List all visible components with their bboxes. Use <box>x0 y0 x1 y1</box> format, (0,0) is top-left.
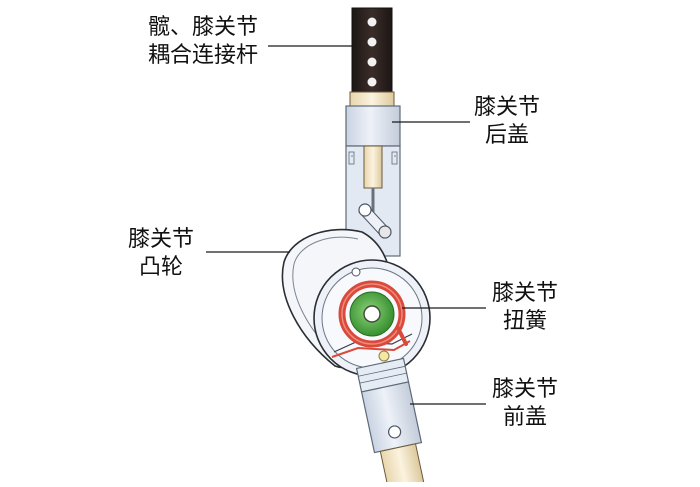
label-torsion-spring-line1: 膝关节 <box>492 281 559 306</box>
yellow-pin <box>378 350 390 362</box>
label-cam: 膝关节 凸轮 <box>128 226 194 282</box>
shank-tube <box>379 443 429 487</box>
label-front-cover-line2: 前盖 <box>503 405 548 430</box>
label-rear-cover: 膝关节 后盖 <box>474 94 540 150</box>
link-hole-1 <box>367 17 377 27</box>
label-front-cover: 膝关节 前盖 <box>492 376 558 432</box>
rear-cover-cap <box>345 105 401 147</box>
torsion-spring <box>338 280 408 348</box>
link-collar <box>349 91 395 107</box>
front-cover-body <box>360 381 423 454</box>
front-cover <box>355 357 429 487</box>
rear-cover <box>345 105 401 257</box>
label-torsion-spring-line2: 扭簧 <box>503 309 548 334</box>
front-cover-pin <box>388 425 402 439</box>
label-rear-cover-line1: 膝关节 <box>474 95 541 120</box>
label-coupling-link-line2: 耦合连接杆 <box>148 43 259 68</box>
link-hole-2 <box>367 37 377 47</box>
link-hole-4 <box>367 77 377 87</box>
label-coupling-link: 髋、膝关节 耦合连接杆 <box>148 14 258 70</box>
label-cam-line1: 膝关节 <box>128 227 195 252</box>
label-torsion-spring: 膝关节 扭簧 <box>492 280 558 336</box>
link-hole-3 <box>367 57 377 67</box>
spring-tail <box>396 326 408 346</box>
label-cam-line2: 凸轮 <box>139 255 184 280</box>
rocker-pin <box>358 203 372 217</box>
coupling-link <box>349 7 395 107</box>
spring-axle <box>363 305 381 323</box>
label-rear-cover-line2: 后盖 <box>485 123 530 148</box>
label-coupling-link-line1: 髋、膝关节 <box>148 15 259 40</box>
label-front-cover-line1: 膝关节 <box>492 377 559 402</box>
piston-rod <box>363 145 383 189</box>
